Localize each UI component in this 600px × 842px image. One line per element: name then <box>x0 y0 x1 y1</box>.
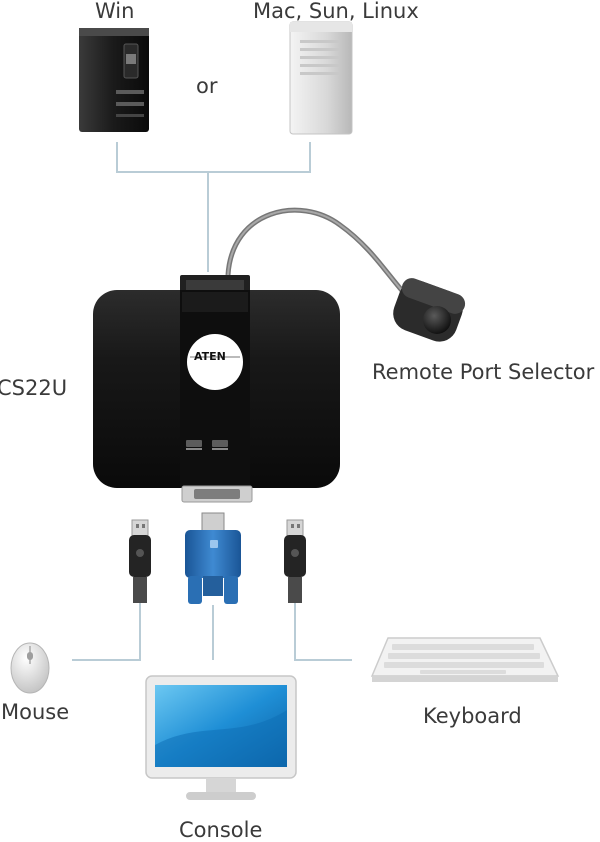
mouse-usb-plug-icon <box>129 519 151 603</box>
win-label: Win <box>95 0 135 23</box>
keyboard-connector <box>294 600 352 661</box>
remote-selector-label: Remote Port Selector <box>372 360 595 384</box>
mouse-icon <box>10 642 50 694</box>
kvm-switch-icon <box>93 275 340 503</box>
keyboard-icon <box>370 637 560 682</box>
win-connector <box>116 142 209 272</box>
mouse-connector <box>72 600 141 661</box>
mac-label: Mac, Sun, Linux <box>253 0 419 23</box>
vga-connector-icon <box>185 512 241 604</box>
mac-connector <box>208 142 311 173</box>
mouse-label: Mouse <box>1 700 70 724</box>
monitor-icon <box>145 675 297 800</box>
connector-lines <box>72 142 352 661</box>
console-label: Console <box>179 818 263 842</box>
keyboard-usb-plug-icon <box>284 519 306 603</box>
keyboard-label: Keyboard <box>423 704 522 728</box>
device-label: CS22U <box>0 376 68 400</box>
aten-logo: ATEN <box>194 350 226 363</box>
or-label: or <box>196 74 218 98</box>
win-pc-tower-icon <box>79 28 149 132</box>
remote-cable <box>225 207 417 307</box>
remote-port-selector-icon <box>393 278 466 342</box>
mac-pc-tower-icon <box>289 21 353 135</box>
